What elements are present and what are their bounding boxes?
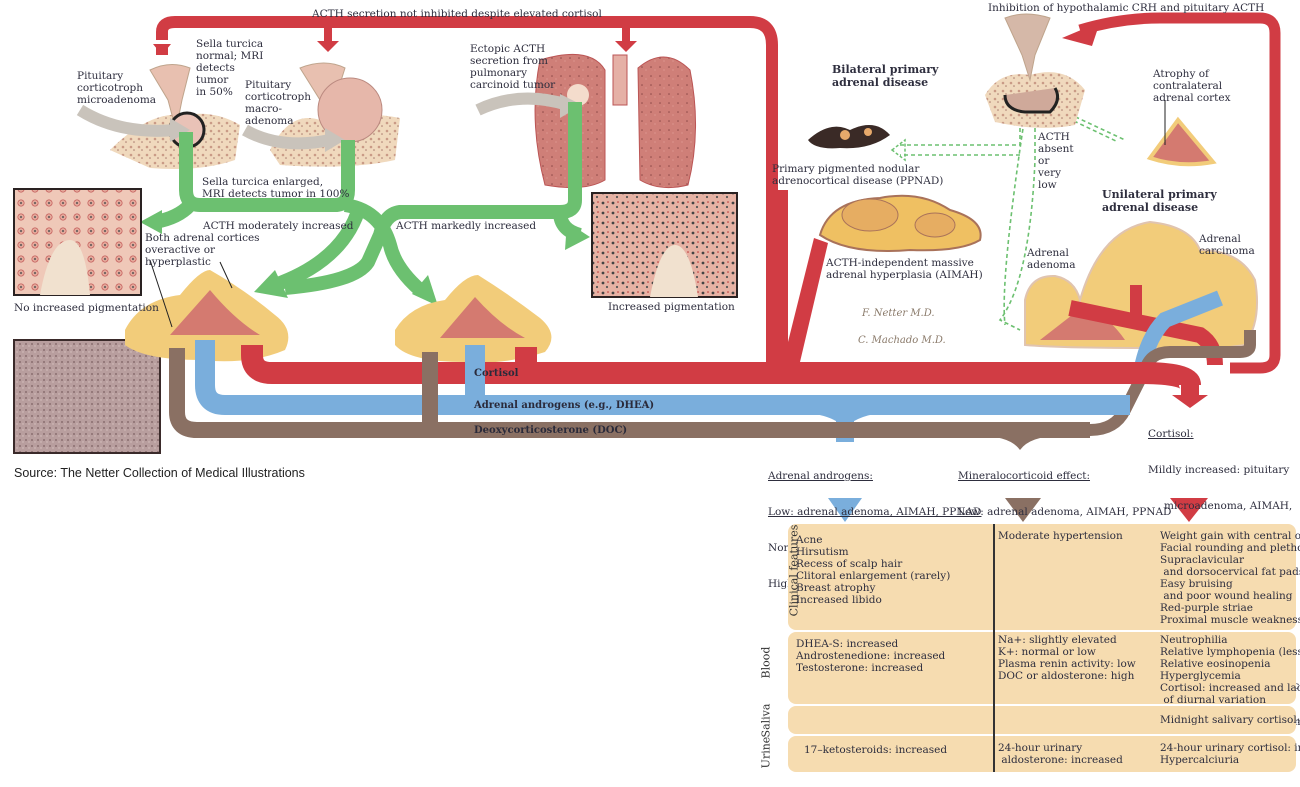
- pituitary-macroadenoma-illustration: [242, 62, 400, 167]
- ppnad-illustration: [808, 125, 890, 149]
- row-label-clinical: Clinical features: [787, 524, 801, 617]
- label-acth-marked: ACTH markedly increased: [396, 220, 537, 232]
- arrowhead-micro: [153, 44, 171, 55]
- label-no-pigmentation: No increased pigmentation: [14, 302, 159, 314]
- arrowhead-lung: [615, 41, 637, 52]
- label-unilateral: Unilateral primary adrenal disease: [1102, 188, 1217, 214]
- banner-inhibition: Inhibition of hypothalamic CRH and pitui…: [988, 2, 1265, 14]
- adrenal-gland-center: [395, 275, 552, 363]
- label-atrophy: Atrophy of contralateral adrenal cortex: [1153, 68, 1231, 104]
- label-ectopic-acth: Ectopic ACTH secretion from pulmonary ca…: [470, 43, 556, 91]
- pituitary-suppressed-illustration: [985, 13, 1085, 128]
- mineralocorticoid-arrow: [1005, 498, 1041, 522]
- aimah-cortisol-stream: [783, 238, 828, 362]
- cell-blood-cortisol: Neutrophilia Relative lymphopenia (less …: [1160, 634, 1300, 706]
- doc-brace: [980, 436, 1060, 450]
- cell-urine-cortisol: 24-hour urinary cortisol: increased Hype…: [1160, 742, 1300, 766]
- cell-blood-androgens: DHEA-S: increased Androstenedione: incre…: [796, 638, 946, 674]
- tumor-cortisol-stream: [1068, 300, 1223, 366]
- center-cortisol-stub: [515, 347, 537, 367]
- arrowhead-macro: [317, 41, 339, 52]
- label-adrenal-adenoma: Adrenal adenoma: [1027, 247, 1076, 271]
- cell-urine-androgens: 17–ketosteroids: increased: [804, 744, 948, 756]
- ppnad-cortisol-stream: [774, 190, 788, 362]
- signature-machado: C. Machado M.D.: [858, 335, 946, 346]
- table-row-urine: Urine 17–ketosteroids: increased 24-hour…: [760, 736, 1300, 772]
- cortisol-drop-arrow: [1172, 395, 1208, 408]
- effect-cortisol-title: Cortisol:: [1148, 428, 1194, 440]
- atrophic-adrenal-illustration: [1146, 116, 1217, 167]
- tumor-cortisol-stub: [1130, 285, 1142, 320]
- effect-cortisol-line: microadenoma, AIMAH,: [1164, 500, 1293, 512]
- row-label-urine: Urine: [759, 736, 773, 769]
- doc-pathway: [169, 348, 1090, 438]
- label-sella-enlarged: Sella turcica enlarged, MRI detects tumo…: [202, 176, 350, 200]
- label-increased-pigmentation: Increased pigmentation: [608, 301, 735, 313]
- aimah-illustration: [818, 194, 982, 252]
- adrenal-gland-left: [125, 259, 289, 362]
- cell-saliva-cortisol: Midnight salivary cortisol: increased: [1160, 714, 1300, 726]
- label-acth-absent: ACTH absent or very low: [1038, 131, 1074, 191]
- cell-blood-mineralo: Na+: slightly elevated K+: normal or low…: [998, 634, 1136, 682]
- inhibition-loop: [1062, 12, 1281, 374]
- label-macroadenoma: Pituitary corticotroph macro- adenoma: [245, 79, 312, 127]
- label-microadenoma: Pituitary corticotroph microadenoma: [77, 70, 157, 106]
- skin-normal-papilla: [40, 240, 90, 295]
- label-both-cortices: Both adrenal cortices overactive or hype…: [145, 232, 260, 268]
- tumor-doc-stream: [1089, 330, 1256, 436]
- pathway-label-doc: Deoxycorticosterone (DOC): [474, 425, 628, 436]
- cell-urine-mineralo: 24-hour urinary aldosterone: increased: [998, 742, 1123, 766]
- table-row-clinical: Clinical features Acne Hirsutism Recess …: [787, 524, 1300, 630]
- androgens-arrow: [828, 498, 862, 522]
- effect-mineralo-line: Low: adrenal adenoma, AIMAH, PPNAD: [958, 506, 1172, 518]
- label-ppnad: Primary pigmented nodular adrenocortical…: [772, 163, 944, 187]
- arrowhead-pigment: [565, 222, 590, 250]
- arrowhead-no-pigment: [140, 210, 162, 234]
- label-acth-moderate: ACTH moderately increased: [203, 220, 354, 232]
- effect-androgens-title: Adrenal androgens:: [768, 470, 873, 482]
- effect-mineralo-title: Mineralocorticoid effect:: [958, 470, 1090, 482]
- row-label-blood: Blood: [759, 646, 773, 679]
- cell-clinical-mineralo: Moderate hypertension: [998, 530, 1123, 542]
- signature-netter: F. Netter M.D.: [862, 308, 935, 319]
- suppression-arrowhead-ppnad: [890, 138, 906, 162]
- acth-not-inhibited-loop: [153, 15, 778, 380]
- label-sella-normal: Sella turcica normal; MRI detects tumor …: [196, 38, 264, 98]
- cell-clinical-androgens: Acne Hirsutism Recess of scalp hair Clit…: [796, 534, 951, 606]
- androgen-pathway: [195, 340, 1130, 415]
- table-row-saliva: Saliva Midnight salivary cortisol: incre…: [760, 704, 1300, 738]
- label-aimah: ACTH-independent massive adrenal hyperpl…: [826, 257, 983, 281]
- label-bilateral: Bilateral primary adrenal disease: [832, 63, 939, 89]
- row-label-saliva: Saliva: [759, 703, 773, 738]
- cell-clinical-cortisol: Weight gain with central obesity Facial …: [1160, 530, 1300, 626]
- pathway-label-cortisol: Cortisol: [474, 368, 519, 379]
- arrowhead-adrenal-center: [412, 275, 438, 306]
- effect-cortisol-line: Mildly increased: pituitary: [1148, 464, 1290, 476]
- skin-pigmented-papilla: [650, 245, 698, 297]
- label-adrenal-carcinoma: Adrenal carcinoma: [1199, 233, 1255, 257]
- arrowhead-adrenal-left: [254, 270, 288, 298]
- banner-acth-not-inhibited: ACTH secretion not inhibited despite ele…: [312, 8, 602, 20]
- source-caption: Source: The Netter Collection of Medical…: [14, 466, 305, 480]
- cortisol-down-stub: [1181, 380, 1199, 396]
- pathway-label-androgens: Adrenal androgens (e.g., DHEA): [474, 400, 655, 411]
- inhibition-arrowhead: [1062, 22, 1100, 46]
- table-divider: [993, 524, 995, 772]
- table-row-blood: Blood DHEA-S: increased Androstenedione:…: [759, 632, 1300, 706]
- cortisol-pathway: [241, 345, 1201, 390]
- cortisol-arrow: [1170, 498, 1208, 522]
- acth-flow: [153, 102, 583, 296]
- histology-panel: [13, 339, 161, 454]
- effect-androgens-line: Low: adrenal adenoma, AIMAH, PPNAD: [768, 506, 982, 518]
